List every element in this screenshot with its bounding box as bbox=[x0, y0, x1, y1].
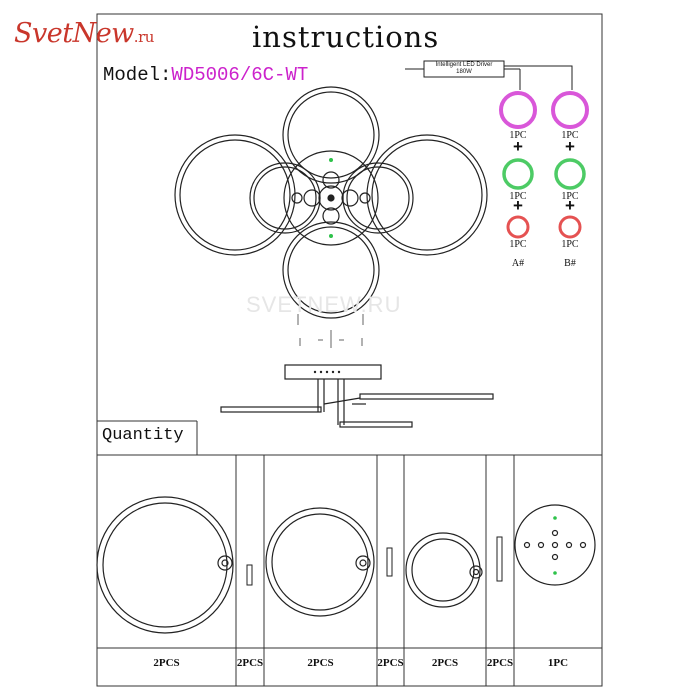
quantity-count-small-ring: 2PCS bbox=[431, 657, 459, 669]
plus-a2: + bbox=[513, 196, 523, 215]
base-dot-bottom bbox=[553, 571, 557, 575]
quantity-count-connector-3: 2PCS bbox=[486, 657, 514, 669]
count-label-a1: 1PC bbox=[509, 130, 527, 141]
side-view-dots bbox=[313, 370, 341, 374]
watermark: SVETNEW.RU bbox=[246, 292, 402, 317]
plus-b1: + bbox=[565, 137, 575, 156]
model-line: Model:WD5006/6C-WT bbox=[103, 64, 308, 86]
count-label-b1: 1PC bbox=[561, 130, 579, 141]
fixture-top-view bbox=[174, 86, 488, 319]
mount-dot-top bbox=[329, 158, 333, 162]
base-plate-part bbox=[514, 504, 596, 586]
quantity-count-connector-2: 2PCS bbox=[377, 657, 404, 669]
model-label: Model: bbox=[103, 64, 172, 86]
sheet-frame bbox=[96, 13, 603, 687]
mount-dot-bottom bbox=[329, 234, 333, 238]
count-label-a2: 1PC bbox=[509, 191, 527, 202]
quantity-table bbox=[97, 420, 602, 686]
wiring-column-b bbox=[551, 91, 589, 239]
quantity-count-large-ring: 2PCS bbox=[153, 657, 180, 669]
medium-ring-part bbox=[265, 507, 375, 617]
wiring-column-a bbox=[499, 91, 537, 239]
brand-logo-text: SvetNew bbox=[14, 18, 134, 49]
quantity-count-connector-1: 2PCS bbox=[236, 657, 264, 669]
large-ring-part bbox=[96, 496, 234, 634]
connector-part-3 bbox=[496, 536, 503, 582]
model-code: WD5006/6C-WT bbox=[171, 64, 309, 86]
plus-a1: + bbox=[513, 137, 523, 156]
brand-logo-suffix: .ru bbox=[133, 28, 155, 46]
small-ring-part bbox=[405, 532, 483, 608]
plus-b2: + bbox=[565, 196, 575, 215]
quantity-count-base-plate: 1PC bbox=[547, 657, 569, 669]
quantity-heading: Quantity bbox=[102, 426, 184, 445]
page-title: instructions bbox=[252, 20, 440, 54]
count-label-b3: 1PC bbox=[561, 239, 579, 250]
connector-part-1 bbox=[246, 564, 253, 586]
base-dot-top bbox=[553, 516, 557, 520]
quantity-count-medium-ring: 2PCS bbox=[307, 657, 334, 669]
screw-set bbox=[297, 314, 364, 348]
brand-logo: SvetNew.ru bbox=[14, 18, 154, 49]
count-label-b2: 1PC bbox=[561, 191, 579, 202]
driver-box bbox=[405, 60, 573, 90]
count-label-a3: 1PC bbox=[509, 239, 527, 250]
group-a-label: A# bbox=[511, 258, 525, 269]
driver-label-line2: 180W bbox=[456, 69, 472, 75]
group-b-label: B# bbox=[564, 258, 576, 269]
connector-part-2 bbox=[386, 547, 393, 577]
fixture-side-view bbox=[220, 364, 494, 428]
driver-label-line1: Intelligent LED Driver bbox=[435, 62, 493, 68]
